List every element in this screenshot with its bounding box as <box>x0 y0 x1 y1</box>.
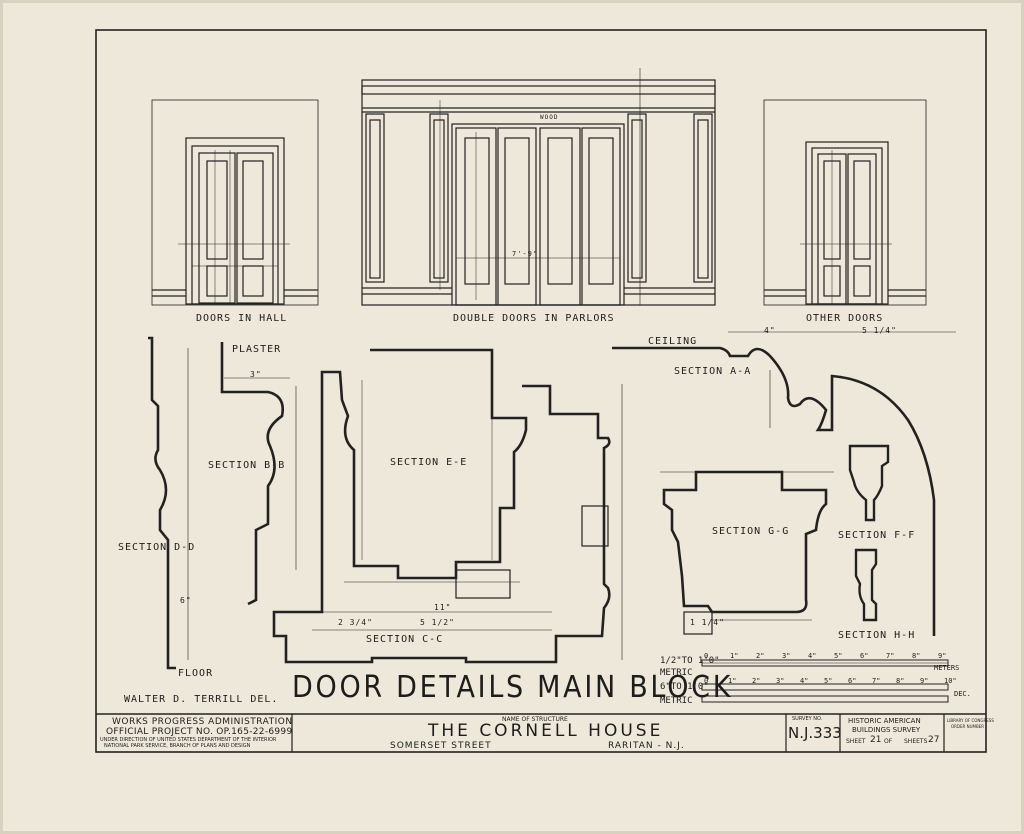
scale-tick-label: 4" <box>808 652 817 660</box>
scale-tick-label: 9" <box>920 677 929 685</box>
library-line-1: LIBRARY OF CONGRESS <box>947 718 994 723</box>
section-label-f-f: SECTION F-F <box>838 530 916 541</box>
scale-tick-label: 10" <box>944 677 957 685</box>
survey-number: N.J.333 <box>788 724 842 742</box>
town: RARITAN - N.J. <box>608 741 685 751</box>
agency-line-2: OFFICIAL PROJECT NO. OP.165-22-6999 <box>106 727 293 737</box>
scale-tick-label: 7" <box>886 652 895 660</box>
total-sheets: 27 <box>928 735 940 745</box>
agency-line-4: NATIONAL PARK SERVICE, BRANCH OF PLANS A… <box>104 743 251 749</box>
scale-tick-label: 6" <box>860 652 869 660</box>
parlor-double-door-elevation <box>361 68 716 306</box>
section-label-a-a: SECTION A-A <box>674 366 752 377</box>
scale-tick-label: 0 <box>704 677 709 685</box>
name-caption: NAME OF STRUCTURE <box>502 716 568 723</box>
elevation-label-hall: DOORS IN HALL <box>196 313 288 324</box>
structure-name: THE CORNELL HOUSE <box>428 721 664 741</box>
scale-six-metric-label: METRIC <box>660 696 693 706</box>
agency-line-3: UNDER DIRECTION OF UNITED STATES DEPARTM… <box>100 737 277 743</box>
wood-note: WOOD <box>540 114 559 121</box>
dimension-7ft-9in: 7'-9" <box>512 250 539 258</box>
elevation-label-parlor: DOUBLE DOORS IN PARLORS <box>453 313 615 324</box>
of-word: OF <box>884 738 893 745</box>
section-f-f-profile <box>848 444 890 522</box>
plaster-note: PLASTER <box>232 344 282 355</box>
agency-line-1: WORKS PROGRESS ADMINISTRATION <box>112 717 293 727</box>
sheet-number: 21 <box>870 735 882 745</box>
scale-tick-label: 8" <box>896 677 905 685</box>
scale-tick-label: 0 <box>704 652 709 660</box>
section-b-b-profile <box>220 342 284 606</box>
section-e-e-profile <box>272 348 611 664</box>
dimension-4in: 4" <box>764 326 776 335</box>
scale-tick-label: 1" <box>728 677 737 685</box>
street-address: SOMERSET STREET <box>390 741 492 751</box>
scale-tick-label: 4" <box>800 677 809 685</box>
hall-door-elevation <box>151 99 319 306</box>
section-a-a-profile <box>612 346 936 636</box>
dimension-6in: 6" <box>180 596 192 605</box>
habs-line-1: HISTORIC AMERICAN <box>848 717 921 725</box>
other-door-elevation <box>763 99 927 306</box>
section-label-c-c: SECTION C-C <box>366 634 444 645</box>
delineator: WALTER D. TERRILL DEL. <box>124 694 279 705</box>
survey-caption: SURVEY NO. <box>792 716 823 722</box>
scale-tick-label: 2" <box>756 652 765 660</box>
scale-tick-label: 3" <box>782 652 791 660</box>
scale-tick-label: 8" <box>912 652 921 660</box>
dimension-2-three-quarter: 2 3/4" <box>338 618 373 627</box>
sheets-word: SHEETS <box>904 738 928 745</box>
scale-six-inch-label: 6"TO 1'0" <box>660 682 709 692</box>
dimension-11in: 11" <box>434 603 452 612</box>
scale-tick-label: 6" <box>848 677 857 685</box>
section-label-h-h: SECTION H-H <box>838 630 916 641</box>
section-g-g-profile <box>662 470 828 614</box>
section-h-h-profile <box>854 548 878 622</box>
title-block-grid <box>291 714 945 752</box>
scale-half-metric-label: METRIC <box>660 668 693 678</box>
scale-tick-label: 2" <box>752 677 761 685</box>
section-d-d-profile <box>148 336 176 670</box>
section-label-b-b: SECTION B-B <box>208 460 286 471</box>
scale-six-unit: DEC. <box>954 690 971 698</box>
dimension-1-quarter: 1 1/4" <box>690 618 725 627</box>
ceiling-note: CEILING <box>648 336 698 347</box>
section-label-d-d: SECTION D-D <box>118 542 196 553</box>
elevation-label-other: OTHER DOORS <box>806 313 884 324</box>
sheet-word: SHEET <box>846 738 866 745</box>
scale-half-inch-label: 1/2"TO 1'0" <box>660 656 720 666</box>
scale-tick-label: 1" <box>730 652 739 660</box>
drawing-title: DOOR DETAILS MAIN BLOCK <box>292 670 734 705</box>
scale-tick-label: 7" <box>872 677 881 685</box>
scale-half-unit: METERS <box>934 664 960 672</box>
dimension-3in: 3" <box>250 370 262 379</box>
habs-line-2: BUILDINGS SURVEY <box>852 726 921 734</box>
scale-tick-label: 9" <box>938 652 947 660</box>
scale-tick-label: 3" <box>776 677 785 685</box>
dimension-5-quarter: 5 1/4" <box>862 326 897 335</box>
floor-note: FLOOR <box>178 668 214 679</box>
section-label-e-e: SECTION E-E <box>390 457 468 468</box>
section-label-g-g: SECTION G-G <box>712 526 790 537</box>
dimension-5-half: 5 1/2" <box>420 618 455 627</box>
library-line-2: ORDER NUMBER <box>951 724 985 729</box>
scale-bars <box>701 659 949 703</box>
scale-tick-label: 5" <box>824 677 833 685</box>
sheet-border <box>95 29 987 753</box>
scale-tick-label: 5" <box>834 652 843 660</box>
